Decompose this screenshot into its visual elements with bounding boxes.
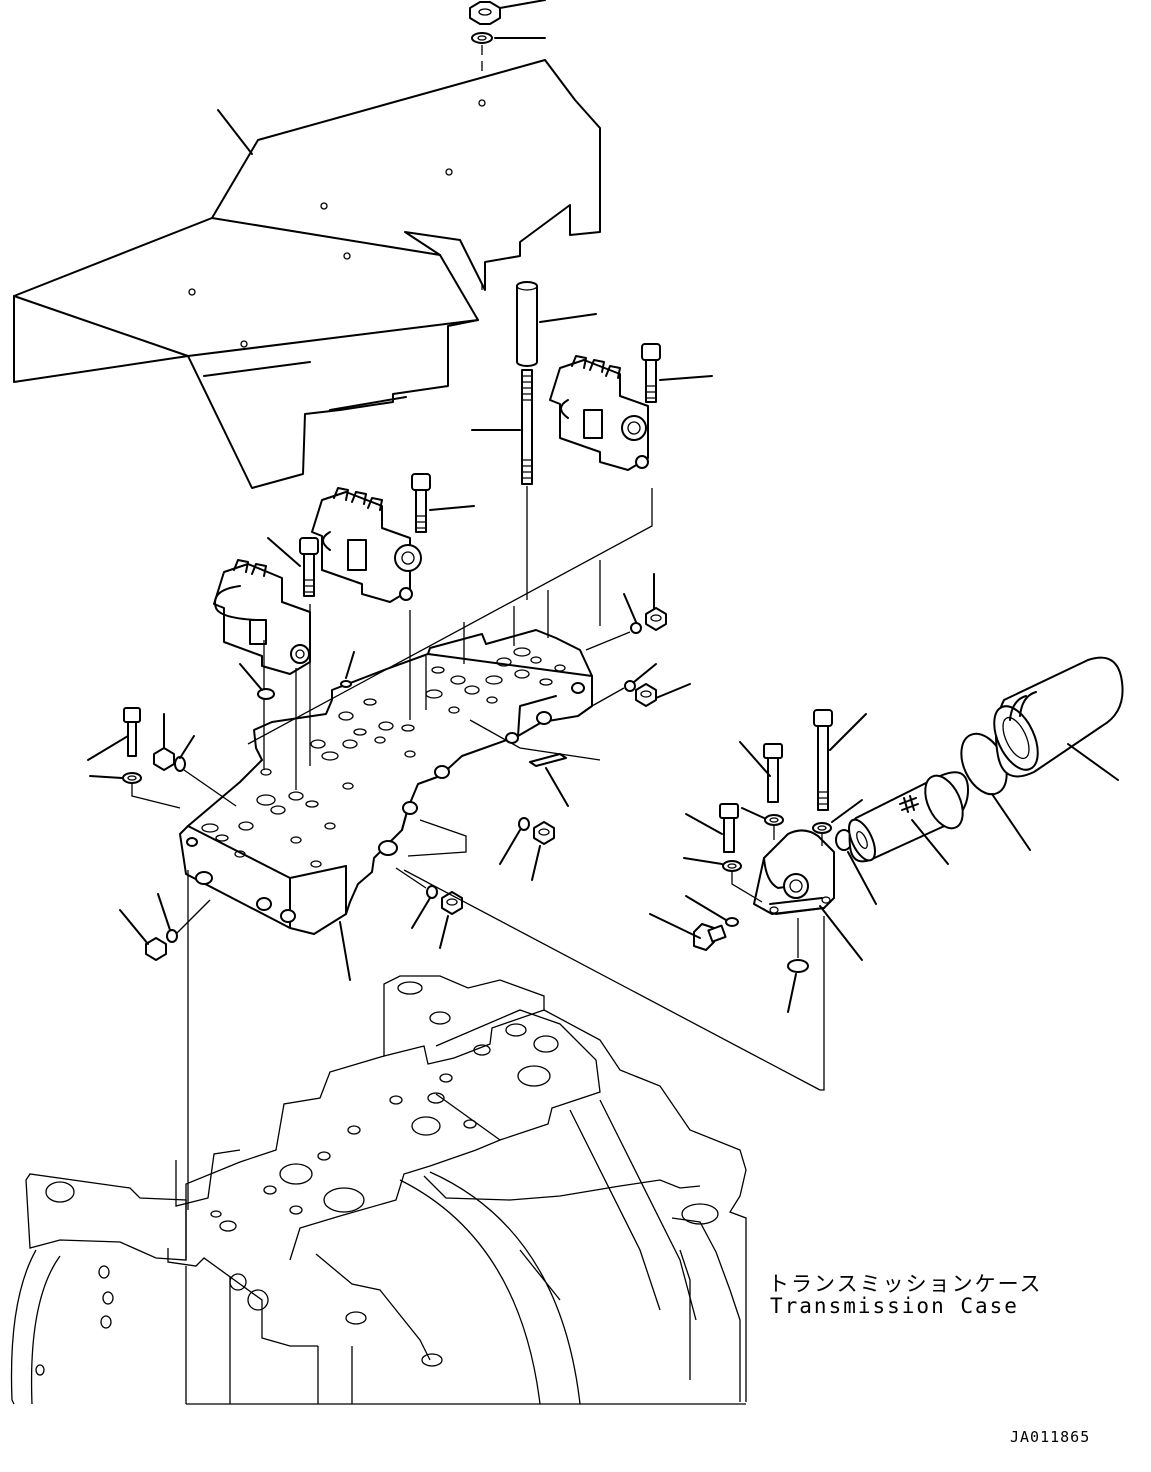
leader-line <box>633 663 657 683</box>
assembly-line <box>175 899 211 935</box>
leader-line <box>539 313 597 323</box>
leader-line <box>847 851 877 905</box>
top-washer <box>471 32 493 44</box>
leader-line <box>179 735 195 759</box>
plug-right-mid <box>635 683 657 707</box>
socket-bolt <box>641 343 661 403</box>
spacer-tube <box>516 281 538 367</box>
leader-line <box>239 663 263 691</box>
plug-bottom-left <box>145 937 167 961</box>
stud-bolt <box>521 369 533 485</box>
leader-line <box>659 375 713 381</box>
leader-line <box>829 713 867 751</box>
leader-line <box>119 909 149 945</box>
bolt-filter-3 <box>719 803 739 853</box>
leader-line <box>411 897 431 929</box>
valve-cover <box>13 59 601 489</box>
assembly-line <box>731 826 823 903</box>
leader-line <box>991 793 1031 851</box>
assembly-line <box>585 631 631 651</box>
leader-line <box>649 913 701 939</box>
filter-element <box>848 771 969 863</box>
leader-line <box>267 537 301 567</box>
leader-line <box>439 915 449 949</box>
name-plate <box>529 753 567 767</box>
leader-line <box>429 505 475 511</box>
assembly-line <box>187 488 653 1210</box>
drawing-number: JA011865 <box>1010 1428 1091 1446</box>
plug-center <box>533 821 555 845</box>
washer-filter-1 <box>764 814 784 826</box>
washer-filter-3 <box>722 860 742 872</box>
leader-line <box>1067 743 1119 781</box>
leader-line <box>741 807 765 819</box>
solenoid-valve-center <box>311 487 422 603</box>
leader-line <box>739 741 771 777</box>
o-ring-small <box>340 680 352 688</box>
leader-line <box>87 735 129 761</box>
o-ring-left <box>174 756 186 772</box>
drain-plug <box>693 923 727 951</box>
transmission-case-label-en: Transmission Case <box>770 1294 1019 1318</box>
socket-bolt <box>299 537 319 597</box>
solenoid-valve-left <box>213 559 311 675</box>
o-ring-top <box>257 688 275 700</box>
assembly-line <box>591 687 625 707</box>
bolt-filter-1 <box>763 743 783 803</box>
leader-line <box>157 893 171 931</box>
assembly-line <box>183 769 237 807</box>
bolt-left <box>123 707 141 757</box>
o-ring-bracket-bottom <box>787 959 809 973</box>
leader-line <box>345 651 355 679</box>
bolt-filter-2 <box>813 709 833 811</box>
o-ring-right-upper <box>630 622 642 634</box>
assembly-line <box>395 867 821 1091</box>
leader-line <box>531 845 541 881</box>
leader-line <box>655 683 691 699</box>
leader-line <box>89 775 123 779</box>
leader-line <box>819 905 863 961</box>
o-ring-bottom-left <box>166 929 178 943</box>
leader-line <box>911 819 949 865</box>
assembly-line <box>407 719 601 857</box>
leader-line <box>623 593 637 623</box>
washer-filter-2 <box>812 822 832 834</box>
leader-line <box>685 895 727 921</box>
leader-line <box>787 973 797 1013</box>
o-ring-drain <box>725 917 739 927</box>
leader-line <box>339 921 351 981</box>
o-ring-center <box>518 817 530 831</box>
transmission-case-label-jp: トランスミッションケース <box>768 1272 1043 1296</box>
plug-right-upper <box>645 607 667 631</box>
plug-left <box>153 747 175 771</box>
top-nut <box>469 1 501 25</box>
o-ring-right-mid <box>624 680 636 692</box>
filter-case <box>993 656 1124 778</box>
control-valve-body <box>179 629 593 935</box>
socket-bolt <box>411 473 431 533</box>
transmission-case <box>10 975 747 1405</box>
solenoid-valve-right <box>549 355 649 471</box>
leader-line <box>831 799 863 823</box>
leader-line <box>685 813 723 835</box>
washer-left <box>122 772 142 784</box>
leader-line <box>499 0 546 9</box>
leader-line <box>499 829 521 865</box>
leader-line <box>683 857 723 865</box>
leader-line <box>545 767 569 807</box>
leader-line <box>217 109 253 155</box>
filter-head-bracket <box>753 829 835 915</box>
o-ring-lower <box>426 885 438 899</box>
assembly-line <box>131 784 181 809</box>
assembly-line <box>797 916 825 1091</box>
